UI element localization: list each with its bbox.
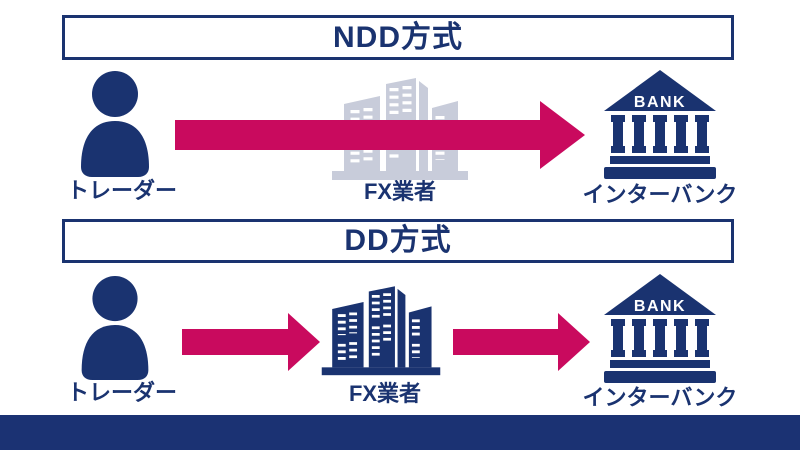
ndd-flow-arrow	[175, 101, 585, 169]
bank-icon: BANK	[604, 274, 716, 383]
ndd-title: NDD方式	[333, 20, 463, 54]
person-icon	[81, 276, 149, 380]
dd-title-box: DD方式	[62, 219, 734, 263]
dd-bank-icon: BANK	[604, 272, 716, 384]
dd-bank-label: インターバンク	[582, 385, 738, 410]
dd-flow-arrow-2	[453, 313, 590, 371]
arrow-right-icon	[453, 313, 590, 371]
ndd-bank-sign: BANK	[634, 94, 686, 111]
buildings-icon	[321, 286, 441, 376]
dd-bank-sign: BANK	[634, 298, 686, 315]
dd-trader-label: トレーダー	[66, 380, 177, 405]
person-icon	[81, 71, 149, 177]
dd-broker-icon	[320, 277, 442, 381]
dd-broker-label: FX業者	[348, 381, 422, 406]
dd-title: DD方式	[344, 224, 452, 257]
bank-icon: BANK	[604, 70, 716, 179]
ndd-bank-label: インターバンク	[582, 182, 738, 207]
footer-bar	[0, 415, 800, 450]
ndd-trader-icon	[75, 71, 155, 177]
dd-trader-icon	[75, 276, 155, 380]
ndd-trader-label: トレーダー	[66, 178, 177, 203]
ndd-broker-label: FX業者	[363, 179, 437, 204]
ndd-title-box: NDD方式	[62, 15, 734, 60]
arrow-right-icon	[182, 313, 320, 371]
dd-flow-arrow-1	[182, 313, 320, 371]
arrow-right-icon	[175, 101, 585, 169]
ndd-bank-icon: BANK	[604, 68, 716, 180]
